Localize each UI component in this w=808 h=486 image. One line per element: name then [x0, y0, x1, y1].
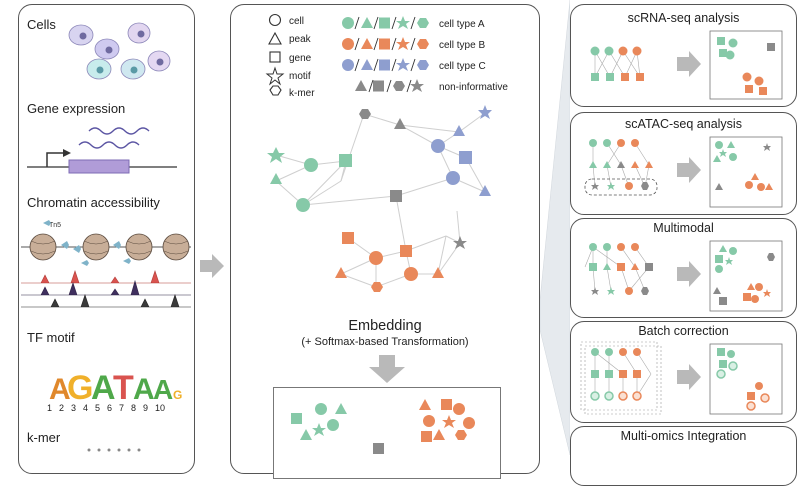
non-informative-shapes: [355, 79, 424, 92]
svg-text:A: A: [91, 369, 116, 407]
legend-motif: motif: [289, 71, 311, 82]
motif-position-7: 7: [119, 403, 124, 413]
cell-type-b-shapes: [342, 37, 429, 50]
svg-text:A: A: [153, 374, 173, 405]
motif-position-9: 9: [143, 403, 148, 413]
kmer-illustration: [87, 448, 141, 452]
motif-position-10: 10: [155, 403, 165, 413]
motif-position-6: 6: [107, 403, 112, 413]
kmer-label: k-mer: [27, 430, 61, 445]
legend-cell: cell: [289, 16, 304, 27]
svg-text:G: G: [67, 369, 93, 407]
square-icon: [269, 51, 281, 63]
cells-label: Cells: [27, 17, 56, 32]
legend-peak: peak: [289, 34, 312, 45]
embedding-title: Embedding: [348, 318, 422, 334]
tn5-label: Tn5: [49, 222, 61, 229]
multi-omics-integration-panel: Multi-omics Integration: [570, 426, 797, 486]
batch-correction-panel: Batch correction: [570, 321, 797, 423]
circle-icon: [268, 13, 282, 27]
legend-cell-type-a: cell type A: [439, 19, 485, 30]
scrna-seq-analysis-panel: scRNA-seq analysis: [570, 4, 797, 107]
motif-position-1: 1: [47, 403, 52, 413]
star-icon: [265, 66, 285, 86]
multi-omics-integration-title: Multi-omics Integration: [620, 429, 747, 443]
chromatin-accessibility-label: Chromatin accessibility: [27, 195, 160, 210]
svg-text:G: G: [173, 388, 182, 402]
cell-type-c-shapes: [342, 58, 429, 71]
motif-position-5: 5: [95, 403, 100, 413]
motif-position-2: 2: [59, 403, 64, 413]
multimodal-graph: [584, 240, 783, 312]
scatac-seq-analysis-title: scATAC-seq analysis: [625, 117, 742, 131]
triangle-icon: [268, 31, 282, 45]
legend-cell-type-c: cell type C: [439, 61, 486, 72]
chromatin-illustration: Tn5: [21, 220, 191, 308]
hexagon-icon: [269, 85, 282, 96]
flow-arrow-input-to-graph: [200, 254, 224, 278]
motif-position-3: 3: [71, 403, 76, 413]
legend-non-informative: non-informative: [439, 82, 508, 93]
node-type-legend: cell peak gene motif k-mer: [265, 13, 315, 99]
heterogeneous-graph: [267, 105, 492, 292]
legend-cell-type-b: cell type B: [439, 40, 485, 51]
flow-arrow-graph-to-embedding: [369, 355, 405, 383]
tf-motif-logo: Embedding A G A T A A G 1 2 3 4 5 6 7 8 …: [47, 369, 182, 413]
multimodal-panel: Multimodal: [570, 218, 797, 318]
tf-motif-label: TF motif: [27, 330, 75, 345]
scatac-seq-graph: [584, 136, 783, 208]
legend-kmer: k-mer: [289, 88, 315, 99]
gene-expression-label: Gene expression: [27, 101, 126, 116]
panel-connector: [540, 0, 570, 455]
scatac-seq-analysis-panel: scATAC-seq analysis: [570, 112, 797, 215]
cell-type-legend: cell type A cell type B cell type C non-…: [342, 16, 508, 93]
input-data-panel: Cells Gene expression Chromatin accessib…: [18, 4, 195, 474]
scrna-seq-graph: [590, 30, 783, 100]
cell-type-a-shapes: [342, 16, 429, 29]
gene-expression-illustration: [27, 127, 177, 174]
motif-position-4: 4: [83, 403, 88, 413]
cells-illustration: [68, 22, 171, 80]
embedding-subtitle: (+ Softmax-based Transformation): [301, 336, 469, 348]
scrna-seq-analysis-title: scRNA-seq analysis: [627, 11, 740, 25]
motif-position-8: 8: [131, 403, 136, 413]
svg-text:A: A: [49, 373, 71, 406]
multimodal-title: Multimodal: [653, 221, 714, 235]
svg-text:A: A: [133, 373, 155, 406]
embedding-scatter: [291, 399, 475, 454]
batch-correction-title: Batch correction: [638, 324, 729, 338]
graph-panel: cell peak gene motif k-mer: [230, 4, 540, 479]
legend-gene: gene: [289, 53, 312, 64]
batch-correction-graph: [580, 341, 783, 415]
svg-text:T: T: [113, 369, 134, 407]
